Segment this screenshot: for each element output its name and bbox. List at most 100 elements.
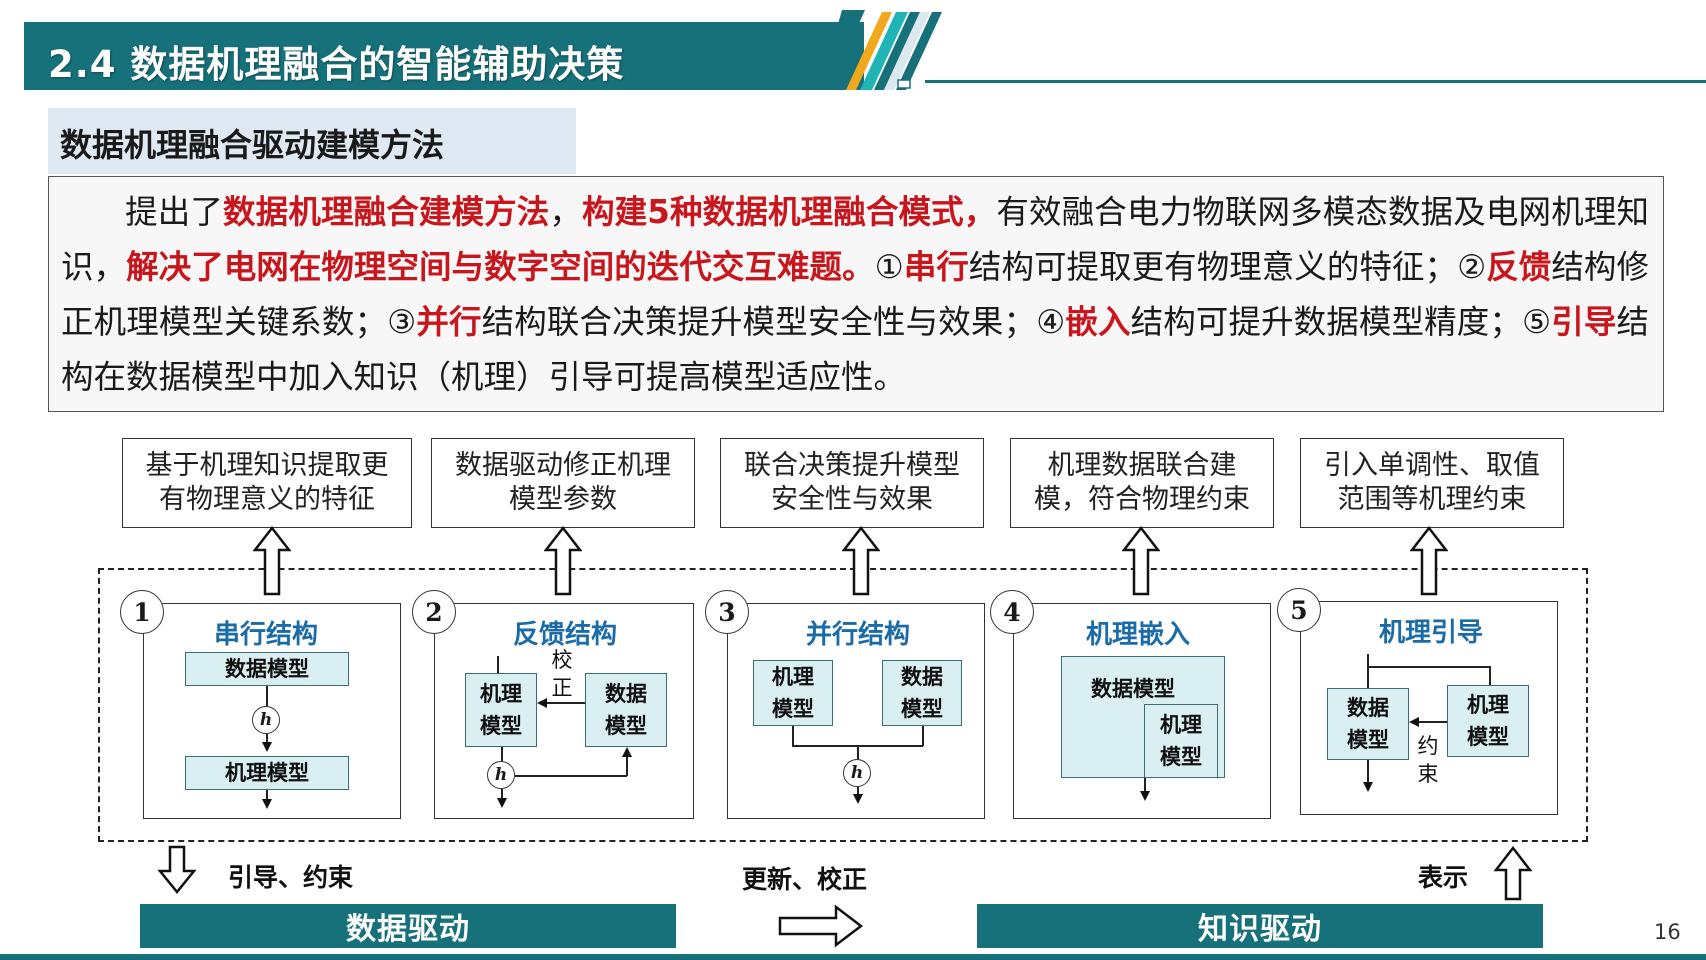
connector-line bbox=[1144, 778, 1146, 792]
h-node: h bbox=[252, 706, 280, 734]
up-arrow-icon bbox=[253, 526, 291, 596]
data-driven-bar: 数据驱动 bbox=[140, 904, 676, 948]
summary-highlight: 串行 bbox=[903, 248, 969, 286]
panel-title: 机理嵌入 bbox=[1086, 620, 1191, 650]
connector-line bbox=[1367, 666, 1490, 668]
panel-title: 反馈结构 bbox=[513, 620, 618, 650]
panel-title: 串行结构 bbox=[214, 620, 319, 650]
summary-text: 结构修正机理模型关键系数；③ bbox=[61, 248, 1649, 341]
connector-line bbox=[922, 726, 924, 746]
connector-line bbox=[1367, 760, 1369, 784]
connector-line bbox=[626, 756, 628, 776]
footer-bar bbox=[0, 954, 1706, 960]
arrow-down-icon bbox=[262, 742, 272, 752]
result-box-3: 联合决策提升模型安全性与效果 bbox=[720, 438, 984, 528]
mechanism-model-inner-box: 机理 模型 bbox=[1144, 704, 1218, 778]
panel-title: 并行结构 bbox=[806, 620, 911, 650]
connector-line bbox=[501, 789, 503, 799]
mechanism-model-box: 机理 模型 bbox=[465, 673, 537, 747]
connector-line bbox=[1367, 654, 1369, 688]
arrow-down-icon bbox=[262, 799, 272, 809]
arrow-down-icon bbox=[497, 798, 507, 808]
guide-constrain-label: 引导、约束 bbox=[228, 863, 354, 892]
summary-highlight: 反馈 bbox=[1486, 248, 1552, 286]
structure-panel-guidance: 机理引导 数据 模型 机理 模型 约 束 bbox=[1300, 601, 1558, 815]
summary-text: 提出了 bbox=[125, 193, 224, 231]
mechanism-model-box: 机理模型 bbox=[185, 756, 349, 790]
calibrate-label: 校 正 bbox=[551, 648, 573, 700]
data-model-box: 数据 模型 bbox=[882, 660, 962, 726]
down-arrow-icon bbox=[157, 845, 197, 894]
data-model-box: 数据 模型 bbox=[585, 673, 667, 747]
summary-highlight: 引导 bbox=[1551, 303, 1617, 341]
structure-panel-parallel: 并行结构 机理 模型 数据 模型 h bbox=[727, 603, 985, 819]
connector-line bbox=[497, 656, 499, 674]
summary-text: ① bbox=[874, 248, 904, 286]
connector-line bbox=[545, 702, 587, 704]
result-box-2: 数据驱动修正机理模型参数 bbox=[431, 438, 695, 528]
summary-highlight: 嵌入 bbox=[1065, 303, 1131, 341]
arrow-up-icon bbox=[622, 747, 632, 757]
summary-text: 结构可提取更有物理意义的特征；② bbox=[968, 248, 1487, 286]
connector-line bbox=[1489, 666, 1491, 686]
connector-line bbox=[515, 775, 627, 777]
summary-highlight: 解决了电网在物理空间与数字空间的迭代交互难题。 bbox=[126, 248, 875, 286]
update-calibrate-label: 更新、校正 bbox=[742, 865, 868, 894]
arrow-left-icon bbox=[1409, 717, 1419, 727]
connector-line bbox=[266, 686, 268, 706]
arrow-down-icon bbox=[1363, 782, 1373, 792]
number-badge-3: 3 bbox=[705, 590, 749, 634]
result-box-4: 机理数据联合建模，符合物理约束 bbox=[1010, 438, 1274, 528]
connector-line bbox=[266, 734, 268, 744]
arrow-left-icon bbox=[537, 698, 547, 708]
structure-panel-feedback: 反馈结构 机理 模型 校 正 数据 模型 h bbox=[434, 603, 694, 819]
number-badge-2: 2 bbox=[412, 590, 456, 634]
section-heading: 数据机理融合驱动建模方法 bbox=[60, 126, 445, 164]
connector-line bbox=[857, 787, 859, 795]
summary-text: 结构在数据模型中加入知识（机理）引导可提高模型适应性。 bbox=[61, 303, 1649, 396]
summary-highlight: 构建5种数据机理融合模式， bbox=[582, 193, 997, 231]
data-model-box: 数据模型 bbox=[185, 652, 349, 686]
summary-box: 提出了数据机理融合建模方法，构建5种数据机理融合模式，有效融合电力物联网多模态数… bbox=[48, 176, 1664, 412]
up-arrow-icon bbox=[1493, 846, 1533, 901]
number-badge-4: 4 bbox=[990, 590, 1034, 634]
knowledge-driven-bar: 知识驱动 bbox=[977, 904, 1543, 948]
summary-text: ， bbox=[549, 193, 583, 231]
panel-title: 机理引导 bbox=[1379, 618, 1484, 648]
page-title: 2.4 数据机理融合的智能辅助决策 bbox=[48, 43, 625, 86]
section-label-bg bbox=[48, 108, 576, 174]
h-node: h bbox=[843, 759, 871, 787]
number-badge-1: 1 bbox=[120, 590, 164, 634]
right-arrow-icon bbox=[778, 904, 864, 948]
result-box-1: 基于机理知识提取更有物理意义的特征 bbox=[122, 438, 412, 528]
summary-text: 结构联合决策提升模型安全性与效果；④ bbox=[481, 303, 1066, 341]
mechanism-model-box: 机理 模型 bbox=[753, 660, 833, 726]
structure-panel-serial: 串行结构 数据模型 h 机理模型 bbox=[143, 603, 401, 819]
connector-line bbox=[1417, 721, 1447, 723]
h-node: h bbox=[487, 761, 515, 789]
summary-highlight: 并行 bbox=[416, 303, 482, 341]
arrow-down-icon bbox=[1140, 791, 1150, 801]
connector-line bbox=[266, 790, 268, 800]
data-model-box: 数据 模型 bbox=[1327, 688, 1409, 760]
header-rule bbox=[925, 80, 1706, 83]
result-box-5: 引入单调性、取值范围等机理约束 bbox=[1300, 438, 1564, 528]
up-arrow-icon bbox=[1122, 526, 1160, 596]
summary-highlight: 数据机理融合建模方法 bbox=[223, 193, 550, 231]
summary-paragraph: 提出了数据机理融合建模方法，构建5种数据机理融合模式，有效融合电力物联网多模态数… bbox=[61, 185, 1649, 405]
up-arrow-icon bbox=[544, 526, 582, 596]
up-arrow-icon bbox=[842, 526, 880, 596]
connector-line bbox=[792, 726, 794, 746]
structure-panel-embedding: 机理嵌入 数据模型 机理 模型 bbox=[1013, 603, 1271, 819]
summary-text: 有效融合电力物联网多模态数据及电网机理知识， bbox=[61, 193, 1649, 286]
fusion-modes-container bbox=[98, 568, 1588, 842]
decorative-stripes-icon bbox=[820, 10, 942, 90]
mechanism-model-box: 机理 模型 bbox=[1447, 685, 1529, 757]
summary-text: 结构可提升数据模型精度；⑤ bbox=[1130, 303, 1552, 341]
connector-line bbox=[857, 745, 859, 759]
arrow-down-icon bbox=[853, 794, 863, 804]
up-arrow-icon bbox=[1410, 526, 1448, 596]
connector-line bbox=[501, 747, 503, 761]
page-number: 16 bbox=[1654, 920, 1681, 944]
represent-label: 表示 bbox=[1418, 863, 1469, 892]
